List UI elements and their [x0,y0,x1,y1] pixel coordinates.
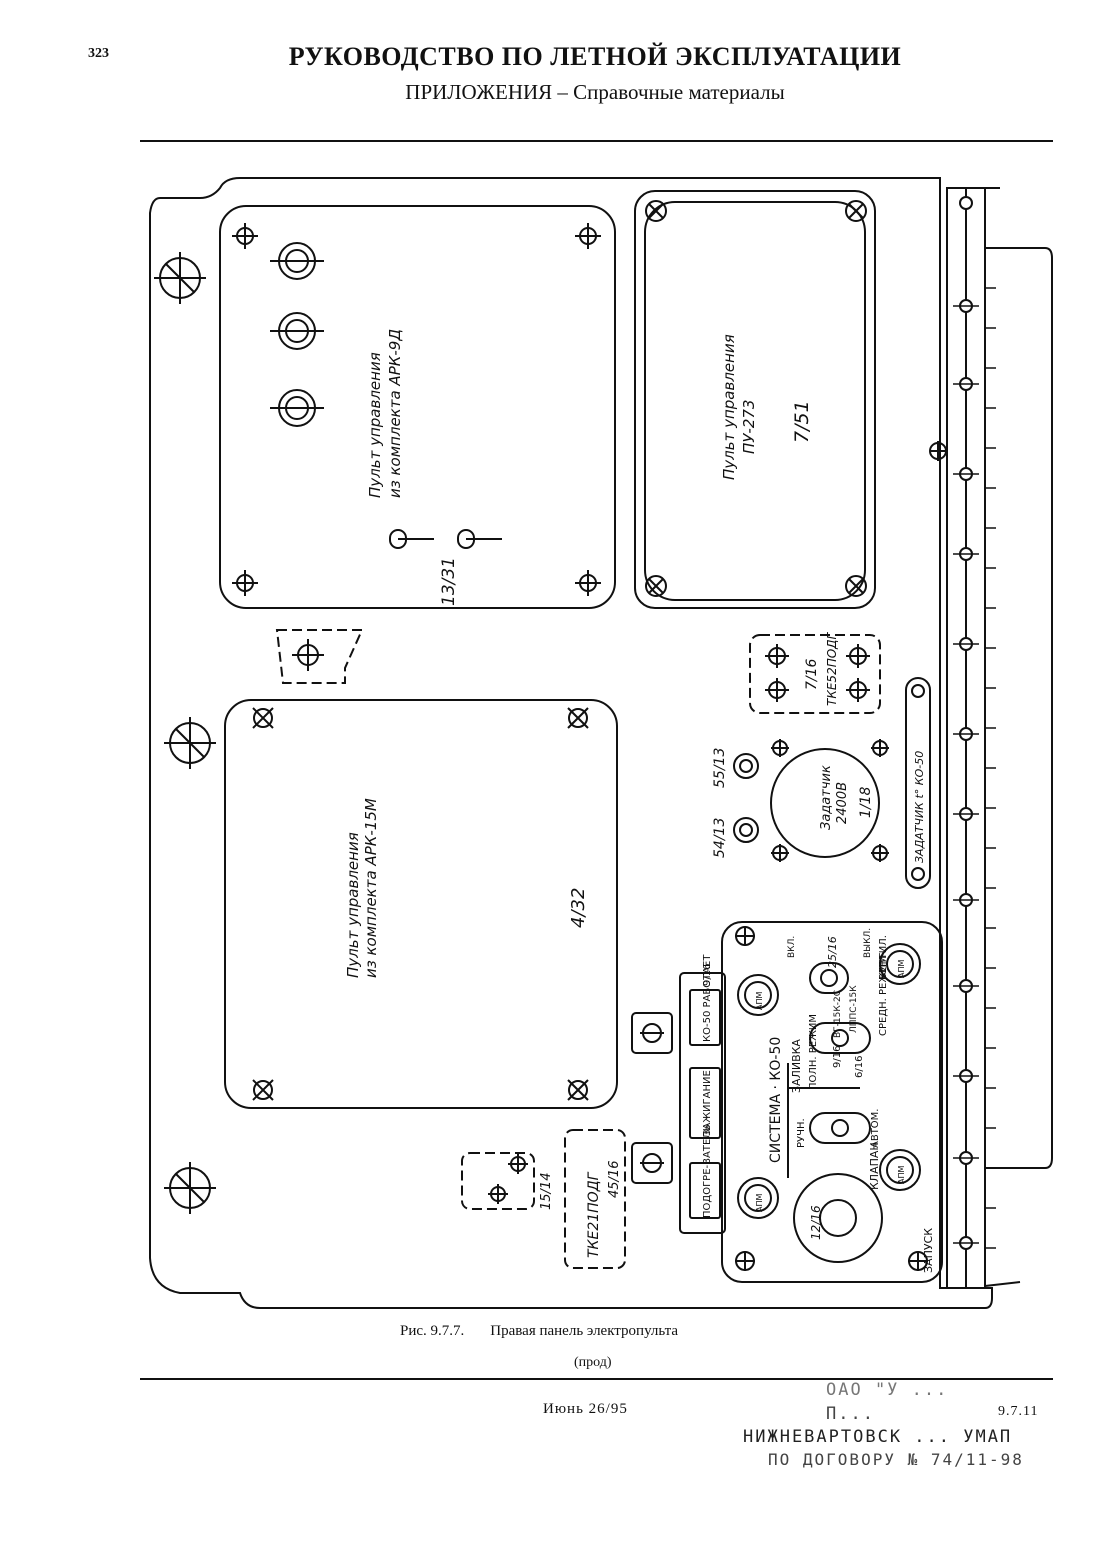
zadatchik-code: 1/18 [858,786,874,818]
poln-rezhim-label: ПОЛН. РЕЖИМ [808,1014,819,1090]
stamp-line3: НИЖНЕВАРТОВСК ... УМАП [743,1427,1013,1447]
zadatchik-line1: Задатчик [819,765,834,830]
tke52-label: ТКЕ52ПОДГ [825,631,839,706]
lpps-label: ЛППС-15К [849,985,859,1033]
footer-rule [140,1378,1053,1380]
pu273-label-line1: Пульт управления [720,334,738,480]
klapan-label: КЛАПАН [868,1142,881,1190]
page-number: 323 [88,46,109,61]
sredn-rezhim-label: СРЕДН. РЕЖИМ [878,956,889,1036]
pu273-panel [634,190,876,609]
ark9-label-line2: из комплекта АРК-9Д [386,329,404,498]
ark9-label-line1: Пульт управления [366,352,384,498]
vkl-label: ВКЛ. [787,936,797,958]
mode-code: 9/16 [832,1046,843,1068]
ark9-panel [219,205,616,609]
document-title: РУКОВОДСТВО ПО ЛЕТНОЙ ЭКСПЛУАТАЦИИ [288,42,902,71]
panel-outline [149,177,993,1309]
stamp-line2: П... [826,1404,875,1424]
pu273-label-line2: ПУ-273 [740,400,758,454]
zazhiganie-label: ЗАЖИГАНИЕ [702,1070,713,1136]
lamp-code: 9/16 [702,964,713,986]
avtom-label: АВТОМ. [870,1109,881,1149]
stamp-line4: ПО ДОГОВОРУ № 74/11-98 [768,1450,1024,1469]
stamp-line1: ОАО "У ... [826,1380,949,1400]
ruchn-label: РУЧН. [796,1118,807,1148]
ark15-code: 4/32 [568,888,589,928]
zadatchik-unit [733,677,931,889]
fan-code: 25/16 [826,936,839,968]
footer-date: Июнь 26/95 [543,1401,628,1417]
zadatchik-left-code: 54/13 [712,818,728,858]
ko50-rabotaet-label: КО-50 РАБОТАЕТ [702,954,713,1042]
lamp-block [631,972,726,1234]
apm-label-2: АПМ [755,1194,764,1212]
tke52-code: 7/16 [804,658,820,690]
vg-label: ВГ-15К-2С [833,990,843,1038]
apm-label-4: АПМ [897,1166,906,1184]
pu273-code: 7/51 [791,400,813,443]
zadatchik-line2: 2400В [835,782,850,824]
ark9-code: 13/31 [439,557,459,606]
ark15-panel [224,699,618,1109]
ark15-label-line2: из комплекта АРК-15М [362,798,380,978]
vykl-label: ВЫКЛ. [863,928,873,958]
tke21-label: ТКЕ21ПОДГ [586,1171,602,1258]
apm-label-1: АПМ [755,992,764,1010]
figure-number: Рис. 9.7.7. [400,1323,465,1339]
ventil-label: ВЕНТИЛ. [878,935,889,980]
podogrevatel-label: ПОДОГРЕ-ВАТЕЛЬ [702,1124,713,1218]
klapan-code: 6/16 [854,1056,865,1078]
apm-label-3: АПМ [897,960,906,978]
panel-drawing: Пульт управления из комплекта АРК-9Д 13/… [140,158,1060,1318]
system-title: СИСТЕМА · КО-50 [768,1037,784,1163]
zadatchik-bar-label: ЗАДАТЧИК t° КО-50 [913,751,926,863]
zapusk-code: 12/16 [809,1205,823,1240]
header-rule [140,140,1053,142]
figure-title: Правая панель электропульта [490,1323,679,1339]
ark15-label-line1: Пульт управления [344,832,362,978]
zapusk-label: ЗАПУСК [922,1228,935,1273]
ko50-panel [721,921,943,1283]
tke21-code: 45/16 [607,1161,622,1198]
panel-drawing-svg: Пульт управления из комплекта АРК-9Д 13/… [149,177,1053,1309]
zadatchik-right-code: 55/13 [712,748,728,788]
document-subtitle: ПРИЛОЖЕНИЯ – Справочные материалы [405,80,785,104]
figure-continued: (прод) [574,1355,612,1370]
zalivka-label: ЗАЛИВКА [790,1039,803,1093]
figure-caption: Рис. 9.7.7. Правая панель электропульта [400,1323,678,1340]
tke21-side-code: 15/14 [539,1173,554,1210]
footer-page-number: 9.7.11 [998,1404,1039,1419]
